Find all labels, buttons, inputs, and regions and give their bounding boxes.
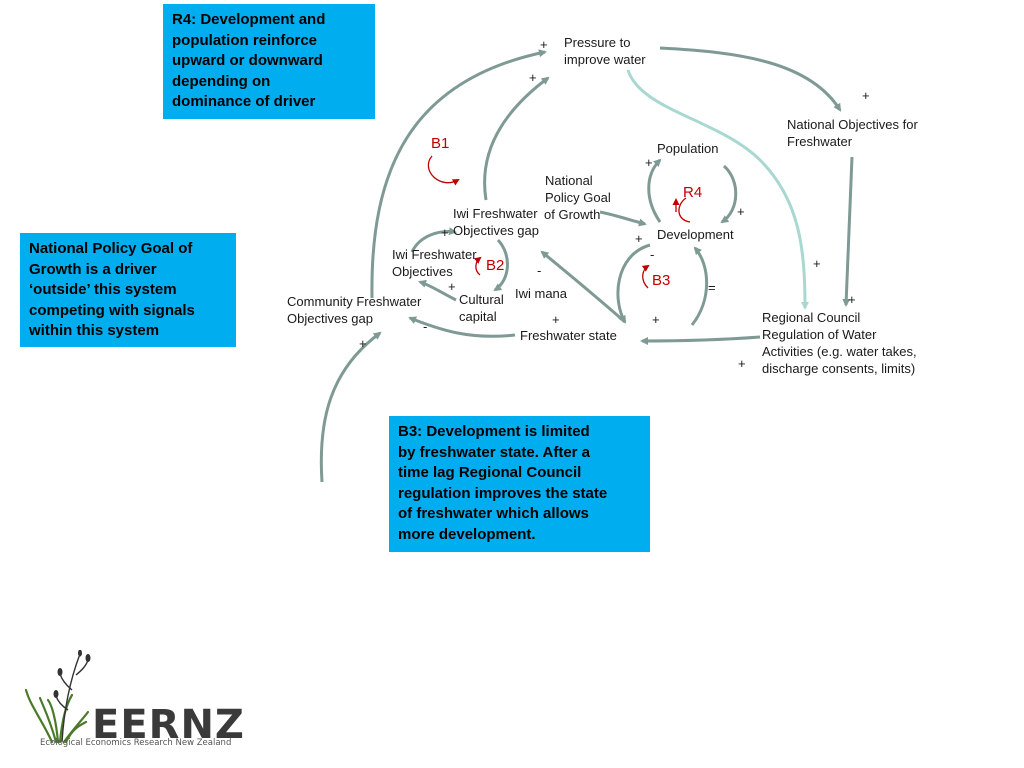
- link-regional-to-fws: [640, 335, 761, 345]
- link-iwiobj-to-iwigap: [410, 227, 457, 253]
- b3-box-line: of freshwater which allows: [398, 505, 589, 522]
- link-external-to-community: [319, 331, 382, 483]
- node-line: National Objectives for: [787, 117, 918, 132]
- node-development: Development: [657, 227, 734, 242]
- b3-box-line: by freshwater state. After a: [398, 443, 591, 461]
- r4-box-line: depending on: [172, 72, 271, 90]
- polarity-sign: +: [652, 312, 660, 327]
- link-iwigap-to-cultural: [493, 238, 509, 292]
- b3-box-line: more development.: [398, 525, 536, 543]
- b3-box-line: time lag Regional Council: [398, 464, 582, 481]
- polarity-sign: +: [540, 37, 548, 52]
- polarity-sign: -: [423, 319, 428, 334]
- link-cultural-to-iwiobj: [418, 279, 457, 302]
- node-community-objectives-gap: Community Freshwater Objectives gap: [287, 293, 421, 327]
- link-pop-to-dev: [720, 164, 738, 224]
- node-national-objectives: National Objectives for Freshwater: [787, 116, 918, 150]
- polarity-sign: +: [862, 88, 870, 103]
- b3-box-line: regulation improves the state: [398, 484, 608, 502]
- b3-box-line: B3: Development is limited: [398, 423, 590, 440]
- loop-label-b1: B1: [431, 135, 450, 152]
- link-community-to-pressure: [370, 49, 547, 299]
- policy-box-line: National Policy Goal of: [29, 240, 193, 257]
- node-line: of Growth: [544, 207, 601, 222]
- node-line: Iwi Freshwater: [392, 247, 477, 262]
- node-line: Objectives gap: [453, 223, 539, 238]
- node-line: Iwi Freshwater: [453, 206, 538, 221]
- loop-arc-b1: [427, 155, 460, 186]
- polarity-sign: +: [359, 336, 367, 351]
- policy-box-line: Growth is a driver: [29, 260, 157, 278]
- node-line: Activities (e.g. water takes,: [762, 344, 917, 359]
- polarity-sign: -: [537, 263, 542, 278]
- node-pressure-to-improve-water: Pressure to improve water: [564, 34, 646, 68]
- loop-arc-b2: [473, 256, 482, 276]
- link-fws-to-dev: [690, 246, 709, 326]
- loop-label-b3: B3: [652, 272, 671, 289]
- polarity-sign: +: [552, 312, 560, 327]
- link-iwigap-to-pressure: [483, 76, 550, 201]
- node-line: Community Freshwater: [287, 294, 422, 309]
- node-freshwater-state: Freshwater state: [520, 328, 617, 343]
- node-national-policy-goal: National Policy Goal of Growth: [544, 172, 611, 223]
- node-regional-council-regulation: Regional Council Regulation of Water Act…: [762, 309, 917, 377]
- r4-box-line: upward or downward: [172, 52, 323, 69]
- polarity-sign: +: [645, 155, 653, 170]
- polarity-sign: +: [635, 231, 643, 246]
- r4-box-line: dominance of driver: [172, 93, 316, 110]
- node-line: Freshwater: [787, 134, 853, 149]
- node-line: Objectives gap: [287, 311, 373, 326]
- loop-arc-r4: [678, 197, 691, 223]
- polarity-sign: =: [708, 280, 716, 295]
- link-policy-to-development: [599, 210, 647, 227]
- node-iwi-mana: Iwi mana: [515, 286, 568, 301]
- node-line: discharge consents, limits): [762, 361, 916, 376]
- link-dev-to-pop: [647, 158, 662, 223]
- flax-plant-icon: [24, 650, 91, 744]
- link-pressure-to-regional: [626, 69, 809, 310]
- link-fws-to-community: [408, 316, 516, 338]
- logo-wordmark: EERNZ: [92, 702, 245, 748]
- node-population: Population: [657, 141, 719, 156]
- link-fws-to-mana: [540, 250, 626, 324]
- policy-box-line: within this system: [29, 322, 160, 339]
- node-line: Pressure to: [564, 35, 631, 50]
- node-line: improve water: [564, 52, 646, 67]
- policy-box-line: ‘outside’ this system: [29, 281, 177, 298]
- node-line: National: [545, 173, 593, 188]
- r4-explanation-box: R4: Development and population reinforce…: [163, 4, 375, 119]
- polarity-sign: +: [448, 279, 456, 294]
- polarity-sign: +: [848, 292, 856, 307]
- polarity-sign: +: [738, 356, 746, 371]
- node-iwi-objectives: Iwi Freshwater Objectives: [392, 246, 477, 280]
- link-dev-to-fws: [616, 243, 651, 324]
- policy-box-line: competing with signals: [29, 301, 195, 319]
- loop-arc-b3: [641, 264, 650, 289]
- node-line: capital: [459, 309, 497, 324]
- r4-box-line: R4: Development and: [172, 11, 326, 28]
- eernz-logo: EERNZ Ecological Economics Research New …: [22, 650, 244, 760]
- link-natobj-to-regional: [842, 156, 854, 307]
- polarity-sign: +: [441, 225, 449, 240]
- polarity-sign: +: [813, 256, 821, 271]
- policy-explanation-box: National Policy Goal of Growth is a driv…: [20, 233, 236, 347]
- polarity-sign: -: [650, 247, 655, 262]
- node-line: Policy Goal: [545, 190, 611, 205]
- loop-label-r4: R4: [683, 184, 703, 201]
- r4-box-line: population reinforce: [172, 31, 318, 49]
- node-line: Cultural: [459, 292, 504, 307]
- link-pressure-to-natobj: [659, 46, 842, 112]
- polarity-sign: +: [529, 70, 537, 85]
- logo-subtitle: Ecological Economics Research New Zealan…: [40, 738, 232, 748]
- b3-explanation-box: B3: Development is limited by freshwater…: [389, 416, 650, 552]
- polarity-sign: +: [737, 204, 745, 219]
- node-line: Objectives: [392, 264, 453, 279]
- loop-label-b2: B2: [486, 257, 505, 274]
- node-line: Regional Council: [762, 310, 861, 325]
- node-line: Regulation of Water: [762, 327, 877, 342]
- node-iwi-objectives-gap: Iwi Freshwater Objectives gap: [453, 205, 539, 239]
- node-cultural-capital: Cultural capital: [459, 291, 504, 325]
